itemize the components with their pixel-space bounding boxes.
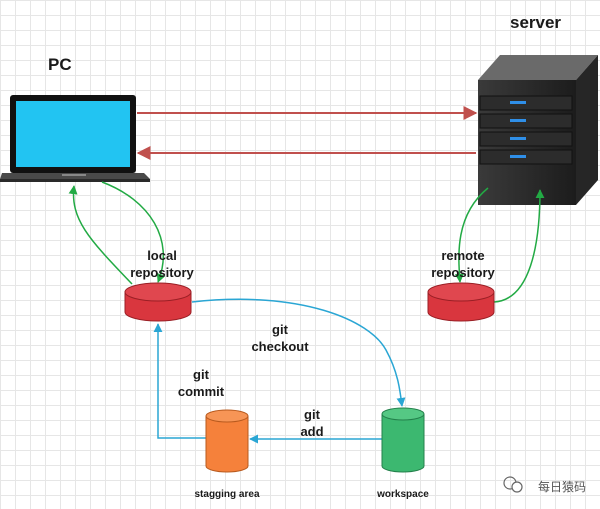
git-commit-label-line1: git — [193, 367, 209, 382]
pc-label: PC — [48, 55, 72, 74]
git-commit-arrow — [153, 323, 206, 439]
git-checkout-arrow — [191, 298, 406, 407]
laptop-icon — [0, 95, 150, 182]
git-commit-label: git commit — [172, 366, 230, 400]
server-label: server — [510, 13, 562, 32]
server-icon — [478, 55, 598, 205]
workspace-cylinder — [381, 407, 425, 473]
workspace-label: workspace — [377, 489, 429, 500]
wechat-icon — [503, 476, 523, 493]
git-checkout-label-line1: git — [272, 322, 288, 337]
local-repository-label-line1: local — [147, 248, 177, 263]
remote-repo-to-server-arrow — [493, 189, 545, 303]
remote-repository-label-line1: remote — [441, 248, 485, 263]
git-checkout-label: git checkout — [248, 321, 312, 355]
git-add-label-line1: git — [304, 407, 320, 422]
local-repository-cylinder — [124, 282, 192, 322]
git-checkout-label-line2: checkout — [251, 339, 309, 354]
remote-repository-label: remote repository — [428, 247, 498, 281]
local-repository-label-line2: repository — [130, 265, 194, 280]
remote-repository-cylinder — [427, 282, 495, 322]
git-commit-label-line2: commit — [177, 384, 225, 399]
server-to-remote-repo-arrow — [454, 187, 489, 283]
git-add-label: git add — [292, 406, 332, 440]
pc-to-local-repo-arrow — [101, 181, 166, 283]
staging-area-label: stagging area — [194, 489, 260, 500]
watermark-text: 每日猿码 — [537, 480, 586, 494]
local-repository-label: local repository — [128, 247, 196, 281]
staging-area-cylinder — [205, 409, 249, 473]
git-add-label-line2: add — [300, 424, 324, 439]
local-repo-to-pc-arrow — [68, 185, 133, 285]
remote-repository-label-line2: repository — [431, 265, 495, 280]
